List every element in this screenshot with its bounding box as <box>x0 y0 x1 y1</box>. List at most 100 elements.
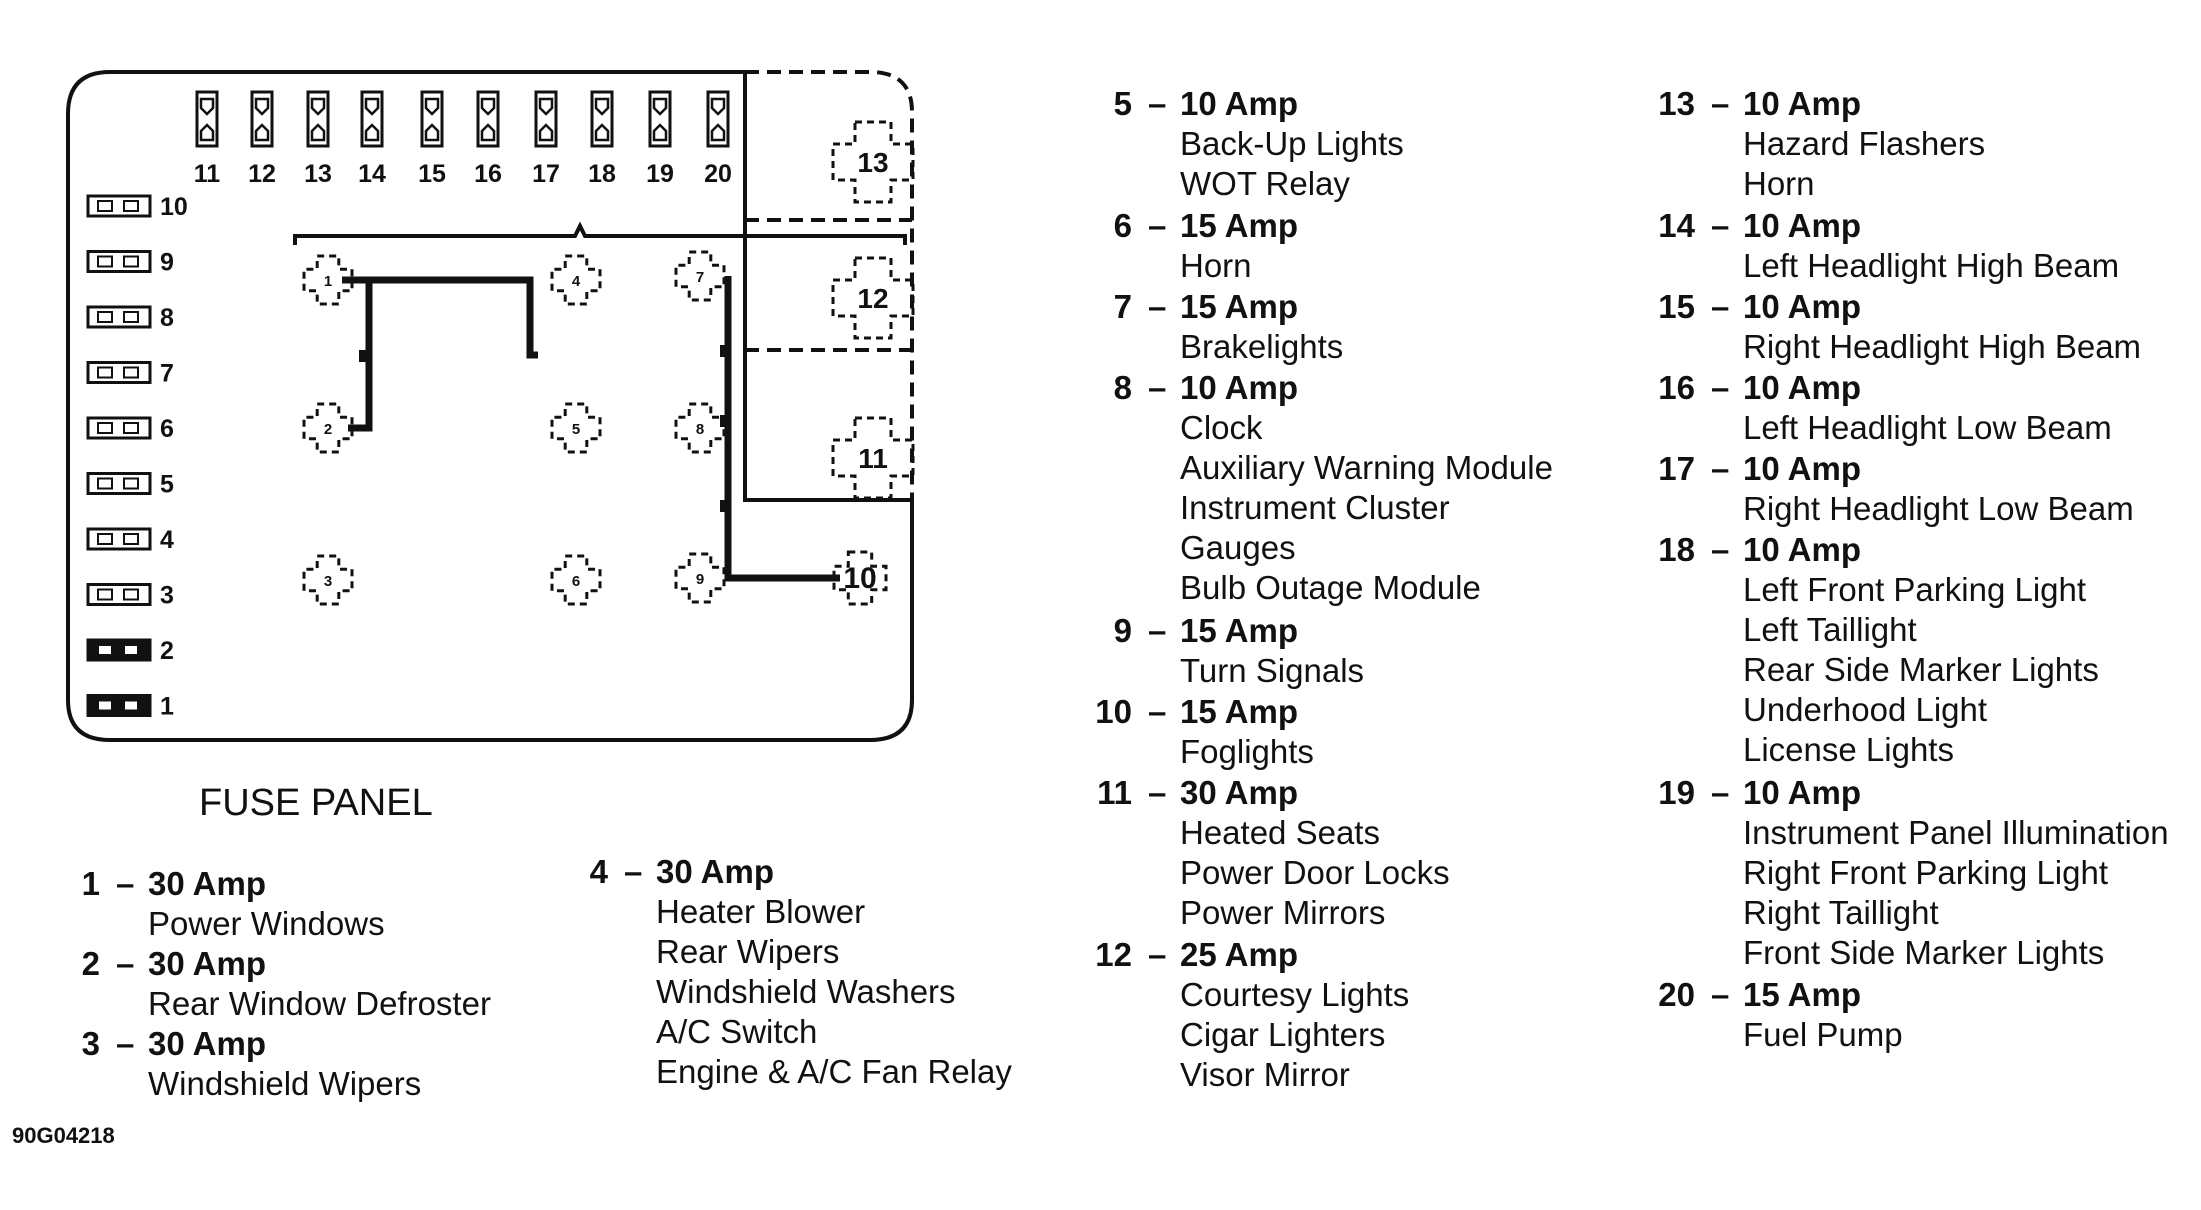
fuse-entry-dash: – <box>1711 774 1730 811</box>
fuse-entry-rating: 10 Amp <box>1180 85 1298 122</box>
fuse-entry-dash: – <box>1148 936 1167 973</box>
relay-socket-10: 10 <box>832 550 888 606</box>
fuse-circuit-item: Engine & A/C Fan Relay <box>656 1053 1012 1090</box>
fuse-entry-number: 13 <box>1658 85 1695 122</box>
fuse-number-label: 1 <box>160 693 174 721</box>
fuse-1: 1 <box>86 693 174 721</box>
fuse-circuit-item: Heater Blower <box>656 893 866 930</box>
fuse-entry-dash: – <box>1711 976 1730 1013</box>
fuse-circuit-item: Windshield Wipers <box>148 1065 422 1102</box>
fuse-7: 7 <box>86 360 174 388</box>
fuse-entry-rating: 30 Amp <box>148 865 266 902</box>
relay-label: 3 <box>324 573 332 590</box>
fuse-circuit-item: Left Front Parking Light <box>1743 571 2087 608</box>
fuse-circuit-item: Instrument Panel Illumination <box>1743 814 2169 851</box>
fuse-8: 8 <box>86 304 174 332</box>
relay-label: 6 <box>572 573 580 590</box>
figure-code: 90G04218 <box>12 1123 115 1148</box>
fuse-number-label: 20 <box>704 160 732 188</box>
fuse-entry-dash: – <box>1711 207 1730 244</box>
fuse-entry-dash: – <box>116 1025 135 1062</box>
fuse-entry-number: 2 <box>81 945 100 982</box>
fuse-entry-rating: 10 Amp <box>1743 531 1861 568</box>
fuse-circuit-item: Right Headlight High Beam <box>1743 328 2142 365</box>
fuse-circuit-item: Left Taillight <box>1743 611 1917 648</box>
fuse-entry-dash: – <box>116 865 135 902</box>
fuse-14: 14 <box>358 90 386 188</box>
fuse-circuit-item: Right Front Parking Light <box>1743 854 2109 891</box>
relay-socket-6: 6 <box>550 554 602 606</box>
fuse-entry-number: 8 <box>1113 369 1132 406</box>
fuse-circuit-item: Right Headlight Low Beam <box>1743 490 2134 527</box>
fuse-entry-number: 18 <box>1658 531 1695 568</box>
fuse-entry-dash: – <box>116 945 135 982</box>
fuse-circuit-item: Rear Window Defroster <box>148 985 491 1022</box>
fuse-circuit-item: Brakelights <box>1180 328 1344 365</box>
fuse-entry-dash: – <box>1711 369 1730 406</box>
fuse-circuit-item: WOT Relay <box>1180 165 1350 202</box>
fuse-circuit-item: Underhood Light <box>1743 691 1988 728</box>
fuse-circuit-item: Gauges <box>1180 529 1296 566</box>
fuse-number-label: 7 <box>160 360 174 388</box>
fuse-entry-rating: 30 Amp <box>148 945 266 982</box>
fuse-circuit-item: Left Headlight Low Beam <box>1743 409 2112 446</box>
relay-label: 11 <box>858 443 888 474</box>
relay-socket-12: 12 <box>831 256 915 340</box>
fuse-entry-dash: – <box>1148 369 1167 406</box>
fuse-entry-dash: – <box>624 853 643 890</box>
fuse-number-label: 11 <box>194 160 221 188</box>
fuse-entry-number: 20 <box>1658 976 1695 1013</box>
relay-label: 7 <box>696 269 704 286</box>
fuse-number-label: 9 <box>160 249 174 277</box>
fuse-10: 10 <box>86 193 188 221</box>
fuse-circuit-item: Instrument Cluster <box>1180 489 1450 526</box>
fuse-number-label: 8 <box>160 304 174 332</box>
fuse-entry-number: 19 <box>1658 774 1695 811</box>
relay-socket-7: 7 <box>674 250 726 302</box>
relay-socket-8: 8 <box>674 402 726 454</box>
fuse-3: 3 <box>86 582 174 610</box>
fuse-number-label: 13 <box>304 160 332 188</box>
fuse-entry-dash: – <box>1711 85 1730 122</box>
fuse-13: 13 <box>304 90 332 188</box>
fuse-entry-dash: – <box>1148 288 1167 325</box>
relay-socket-9: 9 <box>674 552 726 604</box>
fuse-number-label: 18 <box>588 160 616 188</box>
fuse-entry-number: 7 <box>1113 288 1132 325</box>
fuse-circuit-item: Hazard Flashers <box>1743 125 1986 162</box>
relay-label: 12 <box>857 283 888 314</box>
fuse-entry-rating: 15 Amp <box>1180 288 1298 325</box>
fuse-number-label: 16 <box>474 160 502 188</box>
fuse-entry-dash: – <box>1148 693 1167 730</box>
fuse-circuit-item: Auxiliary Warning Module <box>1180 449 1553 486</box>
fuse-2: 2 <box>86 637 174 665</box>
fuse-entry-rating: 10 Amp <box>1743 85 1861 122</box>
fuse-circuit-item: Rear Wipers <box>656 933 840 970</box>
fuse-circuit-item: Fuel Pump <box>1743 1016 1903 1053</box>
fuse-6: 6 <box>86 415 174 443</box>
fuse-11: 11 <box>194 90 221 188</box>
fuse-entry-number: 17 <box>1658 450 1695 487</box>
fuse-number-label: 4 <box>160 526 174 554</box>
fuse-19: 19 <box>646 90 674 188</box>
fuse-entry-number: 14 <box>1658 207 1695 244</box>
fuse-entry-rating: 10 Amp <box>1743 450 1861 487</box>
fuse-circuit-item: Right Taillight <box>1743 894 1939 931</box>
panel-title: FUSE PANEL <box>199 782 433 824</box>
fuse-circuit-item: Horn <box>1743 165 1815 202</box>
fuse-entry-dash: – <box>1148 612 1167 649</box>
fuse-circuit-item: Rear Side Marker Lights <box>1743 651 2099 688</box>
fuse-entry-dash: – <box>1148 774 1167 811</box>
fuse-circuit-item: Front Side Marker Lights <box>1743 934 2105 971</box>
fuse-16: 16 <box>474 90 502 188</box>
fuse-entry-number: 3 <box>81 1025 100 1062</box>
